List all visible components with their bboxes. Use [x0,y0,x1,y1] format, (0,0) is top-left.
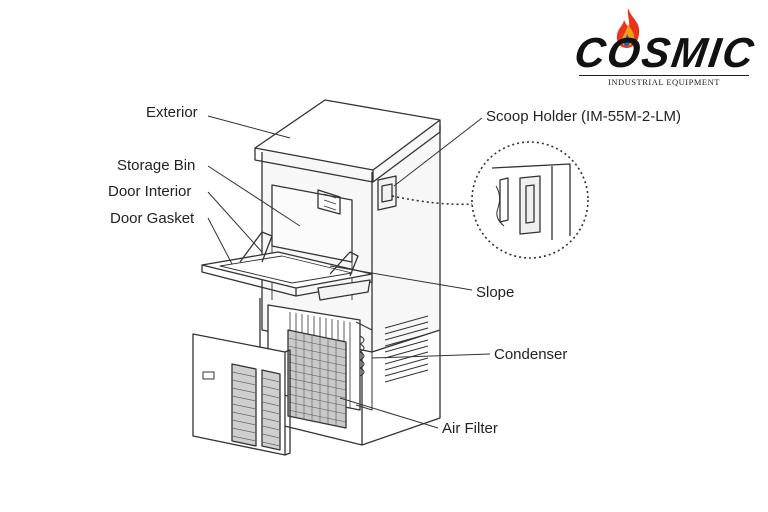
label-door-gasket: Door Gasket [110,210,195,227]
scoop-holder-detail [391,141,589,259]
brand-name: COSMIC [571,29,759,76]
scoop-holder [377,175,397,211]
label-door-interior: Door Interior [108,183,192,200]
front-panel [192,333,291,456]
door-open [201,231,373,301]
label-slope: Slope [476,284,515,301]
label-scoop-holder: Scoop Holder (IM-55M-2-LM) [486,108,682,125]
brand-tagline: INDUSTRIAL EQUIPMENT [579,75,749,87]
label-air-filter: Air Filter [442,420,498,437]
label-storage-bin: Storage Bin [117,157,196,174]
leader-lines [207,115,491,429]
label-condenser: Condenser [494,346,568,363]
flame-icon [616,8,640,48]
exterior-top [254,99,441,183]
cosmic-logo: COSMIC INDUSTRIAL EQUIPMENT [571,8,759,88]
label-exterior: Exterior [146,104,198,121]
air-filter [287,329,347,429]
